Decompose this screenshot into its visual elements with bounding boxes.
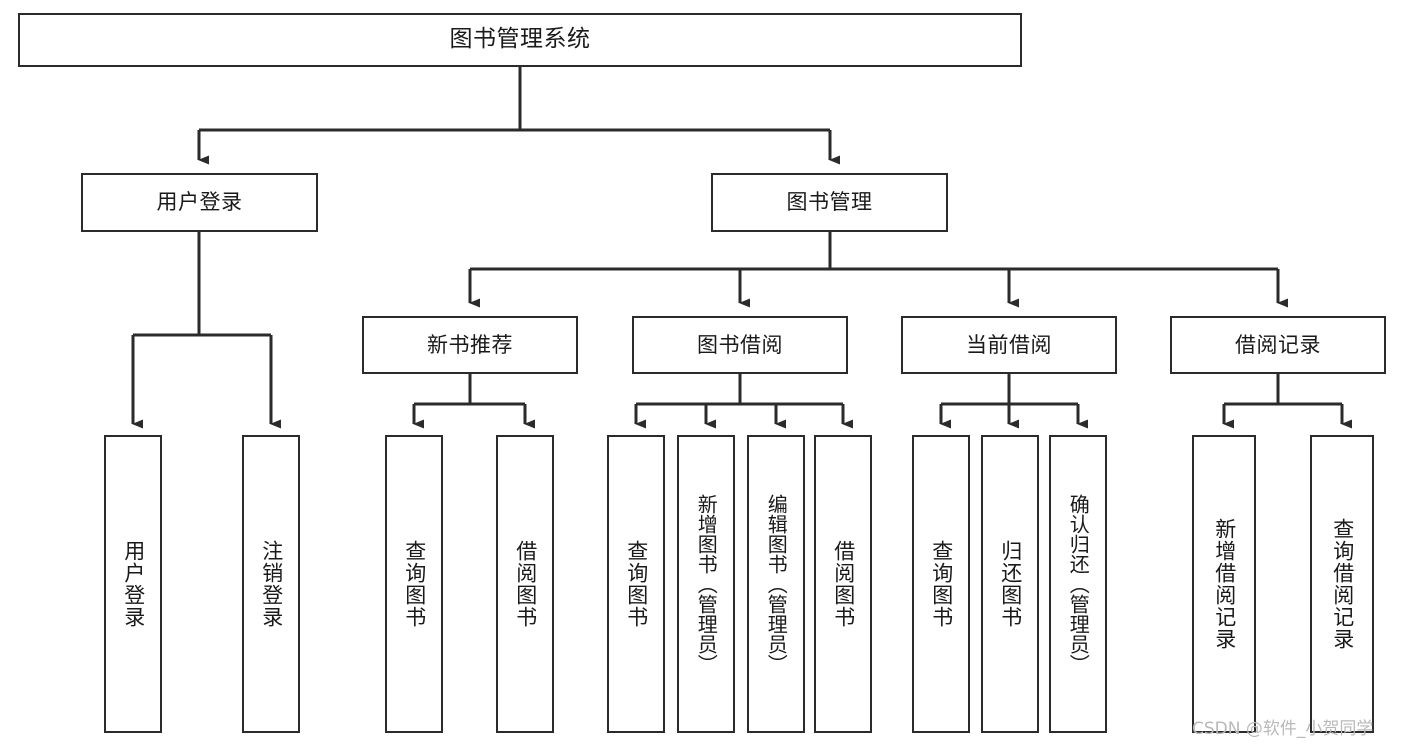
leaf-cb-confirm-return-admin[interactable]: 确认归还（管理员）	[1049, 435, 1107, 733]
node-root[interactable]: 图书管理系统	[18, 13, 1022, 67]
node-user-login-label: 用户登录	[156, 190, 243, 215]
leaf-cb-confirm-return-admin-label: 确认归还（管理员）	[1066, 494, 1091, 674]
leaf-cb-query-book-label: 查询图书	[929, 540, 954, 628]
node-current-borrow-label: 当前借阅	[966, 332, 1052, 357]
node-user-login[interactable]: 用户登录	[81, 173, 318, 232]
leaf-bb-edit-book-admin[interactable]: 编辑图书（管理员）	[747, 435, 805, 733]
node-root-label: 图书管理系统	[449, 26, 591, 53]
leaf-br-add-record-label: 新增借阅记录	[1212, 518, 1237, 650]
leaf-cb-return-book[interactable]: 归还图书	[981, 435, 1039, 733]
leaf-user-login-label: 用户登录	[121, 540, 146, 628]
leaf-bb-edit-book-admin-label: 编辑图书（管理员）	[764, 494, 789, 674]
leaf-bb-query-book-label: 查询图书	[624, 540, 649, 628]
node-book-manage[interactable]: 图书管理	[711, 173, 948, 232]
leaf-nb-query-book[interactable]: 查询图书	[385, 435, 443, 733]
leaf-nb-borrow-book[interactable]: 借阅图书	[496, 435, 554, 733]
node-new-book-recommend-label: 新书推荐	[427, 332, 513, 357]
leaf-bb-query-book[interactable]: 查询图书	[607, 435, 665, 733]
node-new-book-recommend[interactable]: 新书推荐	[362, 316, 578, 374]
node-book-borrow-label: 图书借阅	[697, 332, 783, 357]
leaf-br-query-record-label: 查询借阅记录	[1330, 518, 1355, 650]
leaf-br-add-record[interactable]: 新增借阅记录	[1192, 435, 1256, 733]
watermark: CSDN @软件_小贺同学	[1192, 719, 1374, 739]
leaf-bb-borrow-book[interactable]: 借阅图书	[814, 435, 872, 733]
leaf-cb-query-book[interactable]: 查询图书	[912, 435, 970, 733]
leaf-logout[interactable]: 注销登录	[242, 435, 300, 733]
leaf-br-query-record[interactable]: 查询借阅记录	[1310, 435, 1374, 733]
node-book-manage-label: 图书管理	[786, 190, 873, 215]
leaf-bb-add-book-admin[interactable]: 新增图书（管理员）	[677, 435, 735, 733]
node-book-borrow[interactable]: 图书借阅	[632, 316, 848, 374]
leaf-bb-borrow-book-label: 借阅图书	[831, 540, 856, 628]
node-borrow-record-label: 借阅记录	[1235, 332, 1321, 357]
leaf-bb-add-book-admin-label: 新增图书（管理员）	[694, 494, 719, 674]
leaf-logout-label: 注销登录	[259, 540, 284, 628]
node-current-borrow[interactable]: 当前借阅	[901, 316, 1117, 374]
node-borrow-record[interactable]: 借阅记录	[1170, 316, 1386, 374]
leaf-user-login[interactable]: 用户登录	[104, 435, 162, 733]
leaf-nb-borrow-book-label: 借阅图书	[513, 540, 538, 628]
leaf-nb-query-book-label: 查询图书	[402, 540, 427, 628]
leaf-cb-return-book-label: 归还图书	[998, 540, 1023, 628]
